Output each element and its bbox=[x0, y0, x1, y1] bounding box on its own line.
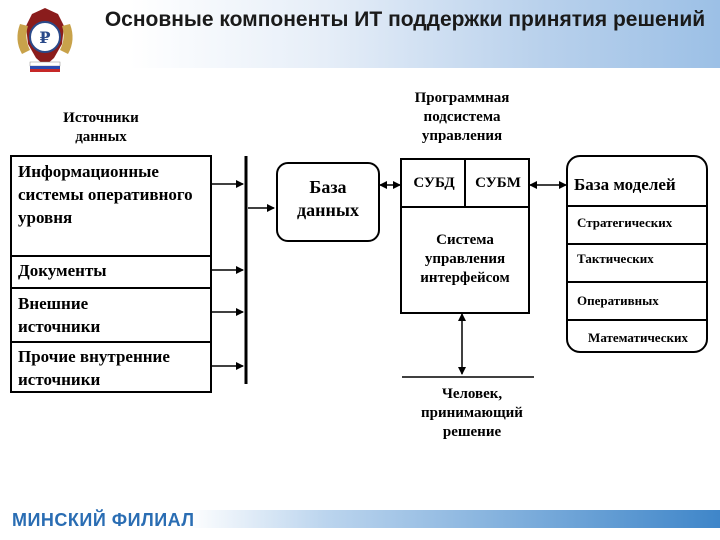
model-item-operational: Оперативных bbox=[577, 293, 659, 308]
interface-system-label: Система управления интерфейсом bbox=[420, 232, 510, 286]
model-base-box bbox=[566, 155, 708, 353]
dbms-label: СУБД bbox=[413, 175, 455, 191]
model-item-strategic: Стратегических bbox=[577, 215, 673, 230]
source-item-external: Внешние источники bbox=[18, 294, 101, 336]
page-title: Основные компоненты ИТ поддержки приняти… bbox=[104, 8, 706, 31]
sources-table bbox=[10, 155, 212, 393]
control-heading: Программная подсистема управления bbox=[414, 90, 510, 144]
database-box bbox=[276, 162, 380, 242]
footer-branch-name: МИНСКИЙ ФИЛИАЛ bbox=[12, 510, 195, 530]
mbms-label: СУБМ bbox=[475, 175, 521, 191]
source-item-operational-systems: Информационные системы оперативного уров… bbox=[18, 162, 193, 227]
control-subsystem-box bbox=[400, 158, 530, 314]
model-item-mathematical: Математических bbox=[588, 330, 688, 345]
svg-text:₽: ₽ bbox=[39, 28, 50, 47]
header-band bbox=[0, 0, 720, 68]
model-item-tactical: Тактических bbox=[577, 251, 654, 266]
sources-heading: Источники данных bbox=[63, 110, 139, 145]
decision-maker-label: Человек, принимающий решение bbox=[421, 386, 523, 440]
database-label: База данных bbox=[297, 177, 359, 220]
source-item-internal: Прочие внутренние источники bbox=[18, 347, 170, 389]
source-item-documents: Документы bbox=[18, 261, 107, 280]
university-emblem-icon: ₽ bbox=[17, 8, 73, 72]
footer-band bbox=[0, 510, 720, 528]
model-base-title: База моделей bbox=[574, 175, 676, 194]
